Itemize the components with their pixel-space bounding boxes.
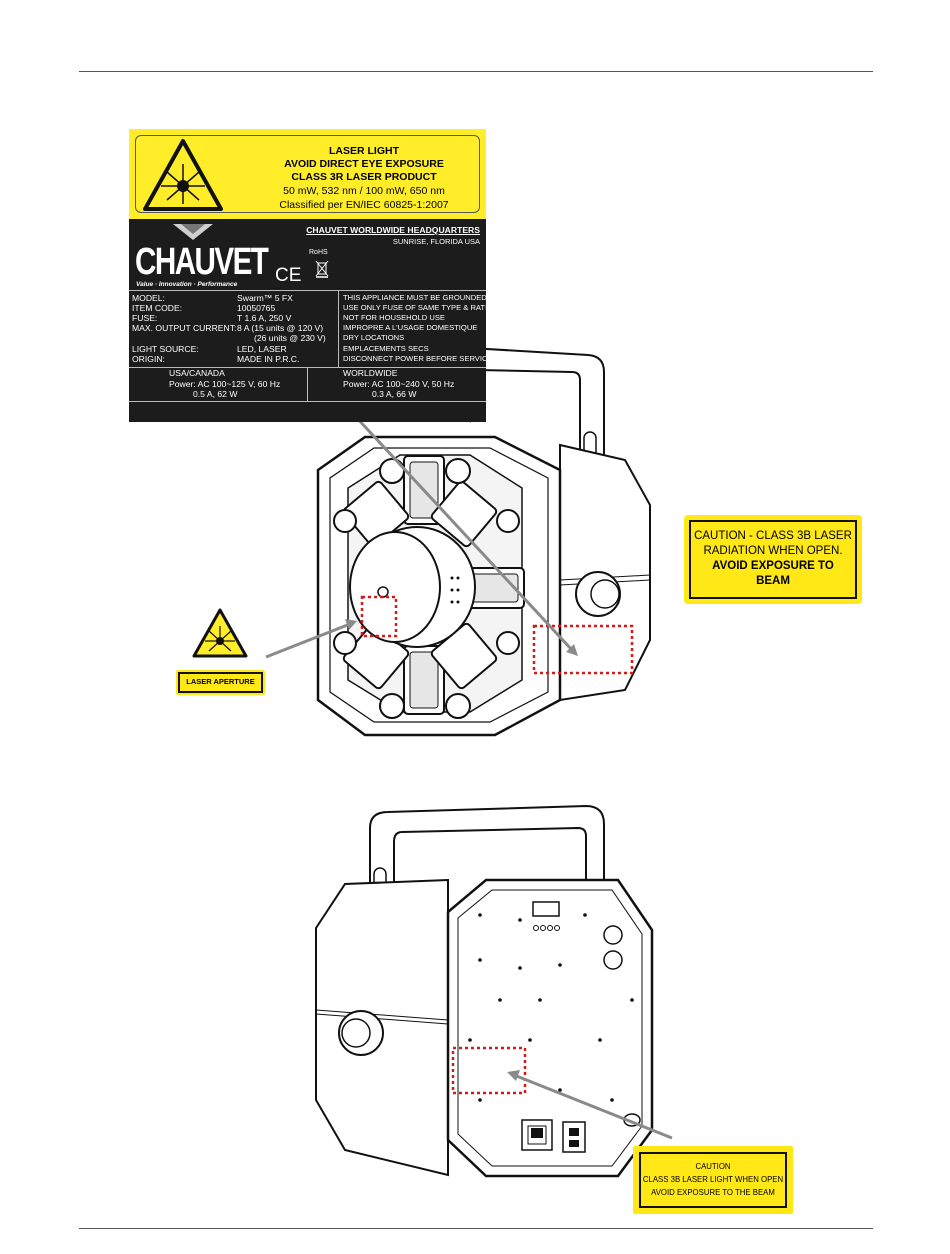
caution-top-line2: RADIATION WHEN OPEN. <box>703 545 843 557</box>
power-ww-region: WORLDWIDE <box>343 368 398 378</box>
brand-tagline: Value · Innovation · Performance <box>136 281 238 288</box>
power-us-region: USA/CANADA <box>169 368 225 378</box>
aperture-hazard-icon <box>192 608 248 658</box>
power-us-line2: 0.5 A, 62 W <box>193 389 238 399</box>
caution-top-line1: CAUTION - CLASS 3B LASER <box>694 530 852 542</box>
notice-line: DISCONNECT POWER BEFORE SERVICING <box>343 354 501 363</box>
warning-line-2: AVOID DIRECT EYE EXPOSURE <box>284 158 444 170</box>
notice-line: IMPROPRE A L'USAGE DOMESTIQUE <box>343 323 478 332</box>
notice-line: THIS APPLIANCE MUST BE GROUNDED <box>343 293 487 302</box>
laser-warning-frame <box>135 135 480 213</box>
hq-location: SUNRISE, FLORIDA USA <box>392 237 480 246</box>
notice-line: NOT FOR HOUSEHOLD USE <box>343 313 445 322</box>
power-divider <box>307 367 308 401</box>
product-label: LASER LIGHT AVOID DIRECT EYE EXPOSURE CL… <box>129 129 501 422</box>
power-us-line1: Power: AC 100~125 V, 60 Hz <box>169 379 281 389</box>
notice-line: EMPLACEMENTS SECS <box>343 344 429 353</box>
caution-bottom-line3: AVOID EXPOSURE TO THE BEAM <box>651 1188 775 1197</box>
aperture-label-frame <box>178 672 263 693</box>
notice-line: USE ONLY FUSE OF SAME TYPE & RATING <box>343 303 499 312</box>
caution-label-bottom: CAUTION CLASS 3B LASER LIGHT WHEN OPEN A… <box>633 1146 793 1214</box>
hq-title: CHAUVET WORLDWIDE HEADQUARTERS <box>306 225 480 235</box>
footer-rule <box>79 1228 873 1229</box>
notice-line: DRY LOCATIONS <box>343 333 405 342</box>
caution-bottom-frame <box>639 1152 787 1208</box>
warning-line-1: LASER LIGHT <box>329 145 399 157</box>
laser-warning-panel: LASER LIGHT AVOID DIRECT EYE EXPOSURE CL… <box>129 129 486 219</box>
power-ww-line1: Power: AC 100~240 V, 50 Hz <box>343 379 455 389</box>
brand-logo: CHAUVET <box>135 241 269 283</box>
caution-top-frame <box>689 520 857 599</box>
weee-bin-icon <box>315 260 329 278</box>
caution-top-line4: BEAM <box>756 575 790 587</box>
chauvet-logo-mark <box>173 224 213 240</box>
caution-bottom-line2: CLASS 3B LASER LIGHT WHEN OPEN <box>642 1175 784 1184</box>
caution-top-line3: AVOID EXPOSURE TO <box>712 560 834 572</box>
caution-bottom-line1: CAUTION <box>695 1162 731 1171</box>
aperture-label: LASER APERTURE <box>176 670 265 695</box>
aperture-label-text: LASER APERTURE <box>186 677 255 686</box>
header-rule <box>79 71 873 72</box>
ce-mark: CE <box>275 265 302 286</box>
power-bottom-rule <box>129 401 486 402</box>
rohs-mark: RoHS <box>309 249 328 256</box>
caution-label-top: CAUTION - CLASS 3B LASER RADIATION WHEN … <box>684 515 862 604</box>
warning-line-3: CLASS 3R LASER PRODUCT <box>291 171 437 183</box>
warning-line-4: 50 mW, 532 nm / 100 mW, 650 nm <box>283 185 445 197</box>
laser-hazard-icon <box>143 139 223 211</box>
warning-line-5: Classified per EN/IEC 60825-1:2007 <box>279 199 449 211</box>
power-ww-line2: 0.3 A, 66 W <box>372 389 417 399</box>
